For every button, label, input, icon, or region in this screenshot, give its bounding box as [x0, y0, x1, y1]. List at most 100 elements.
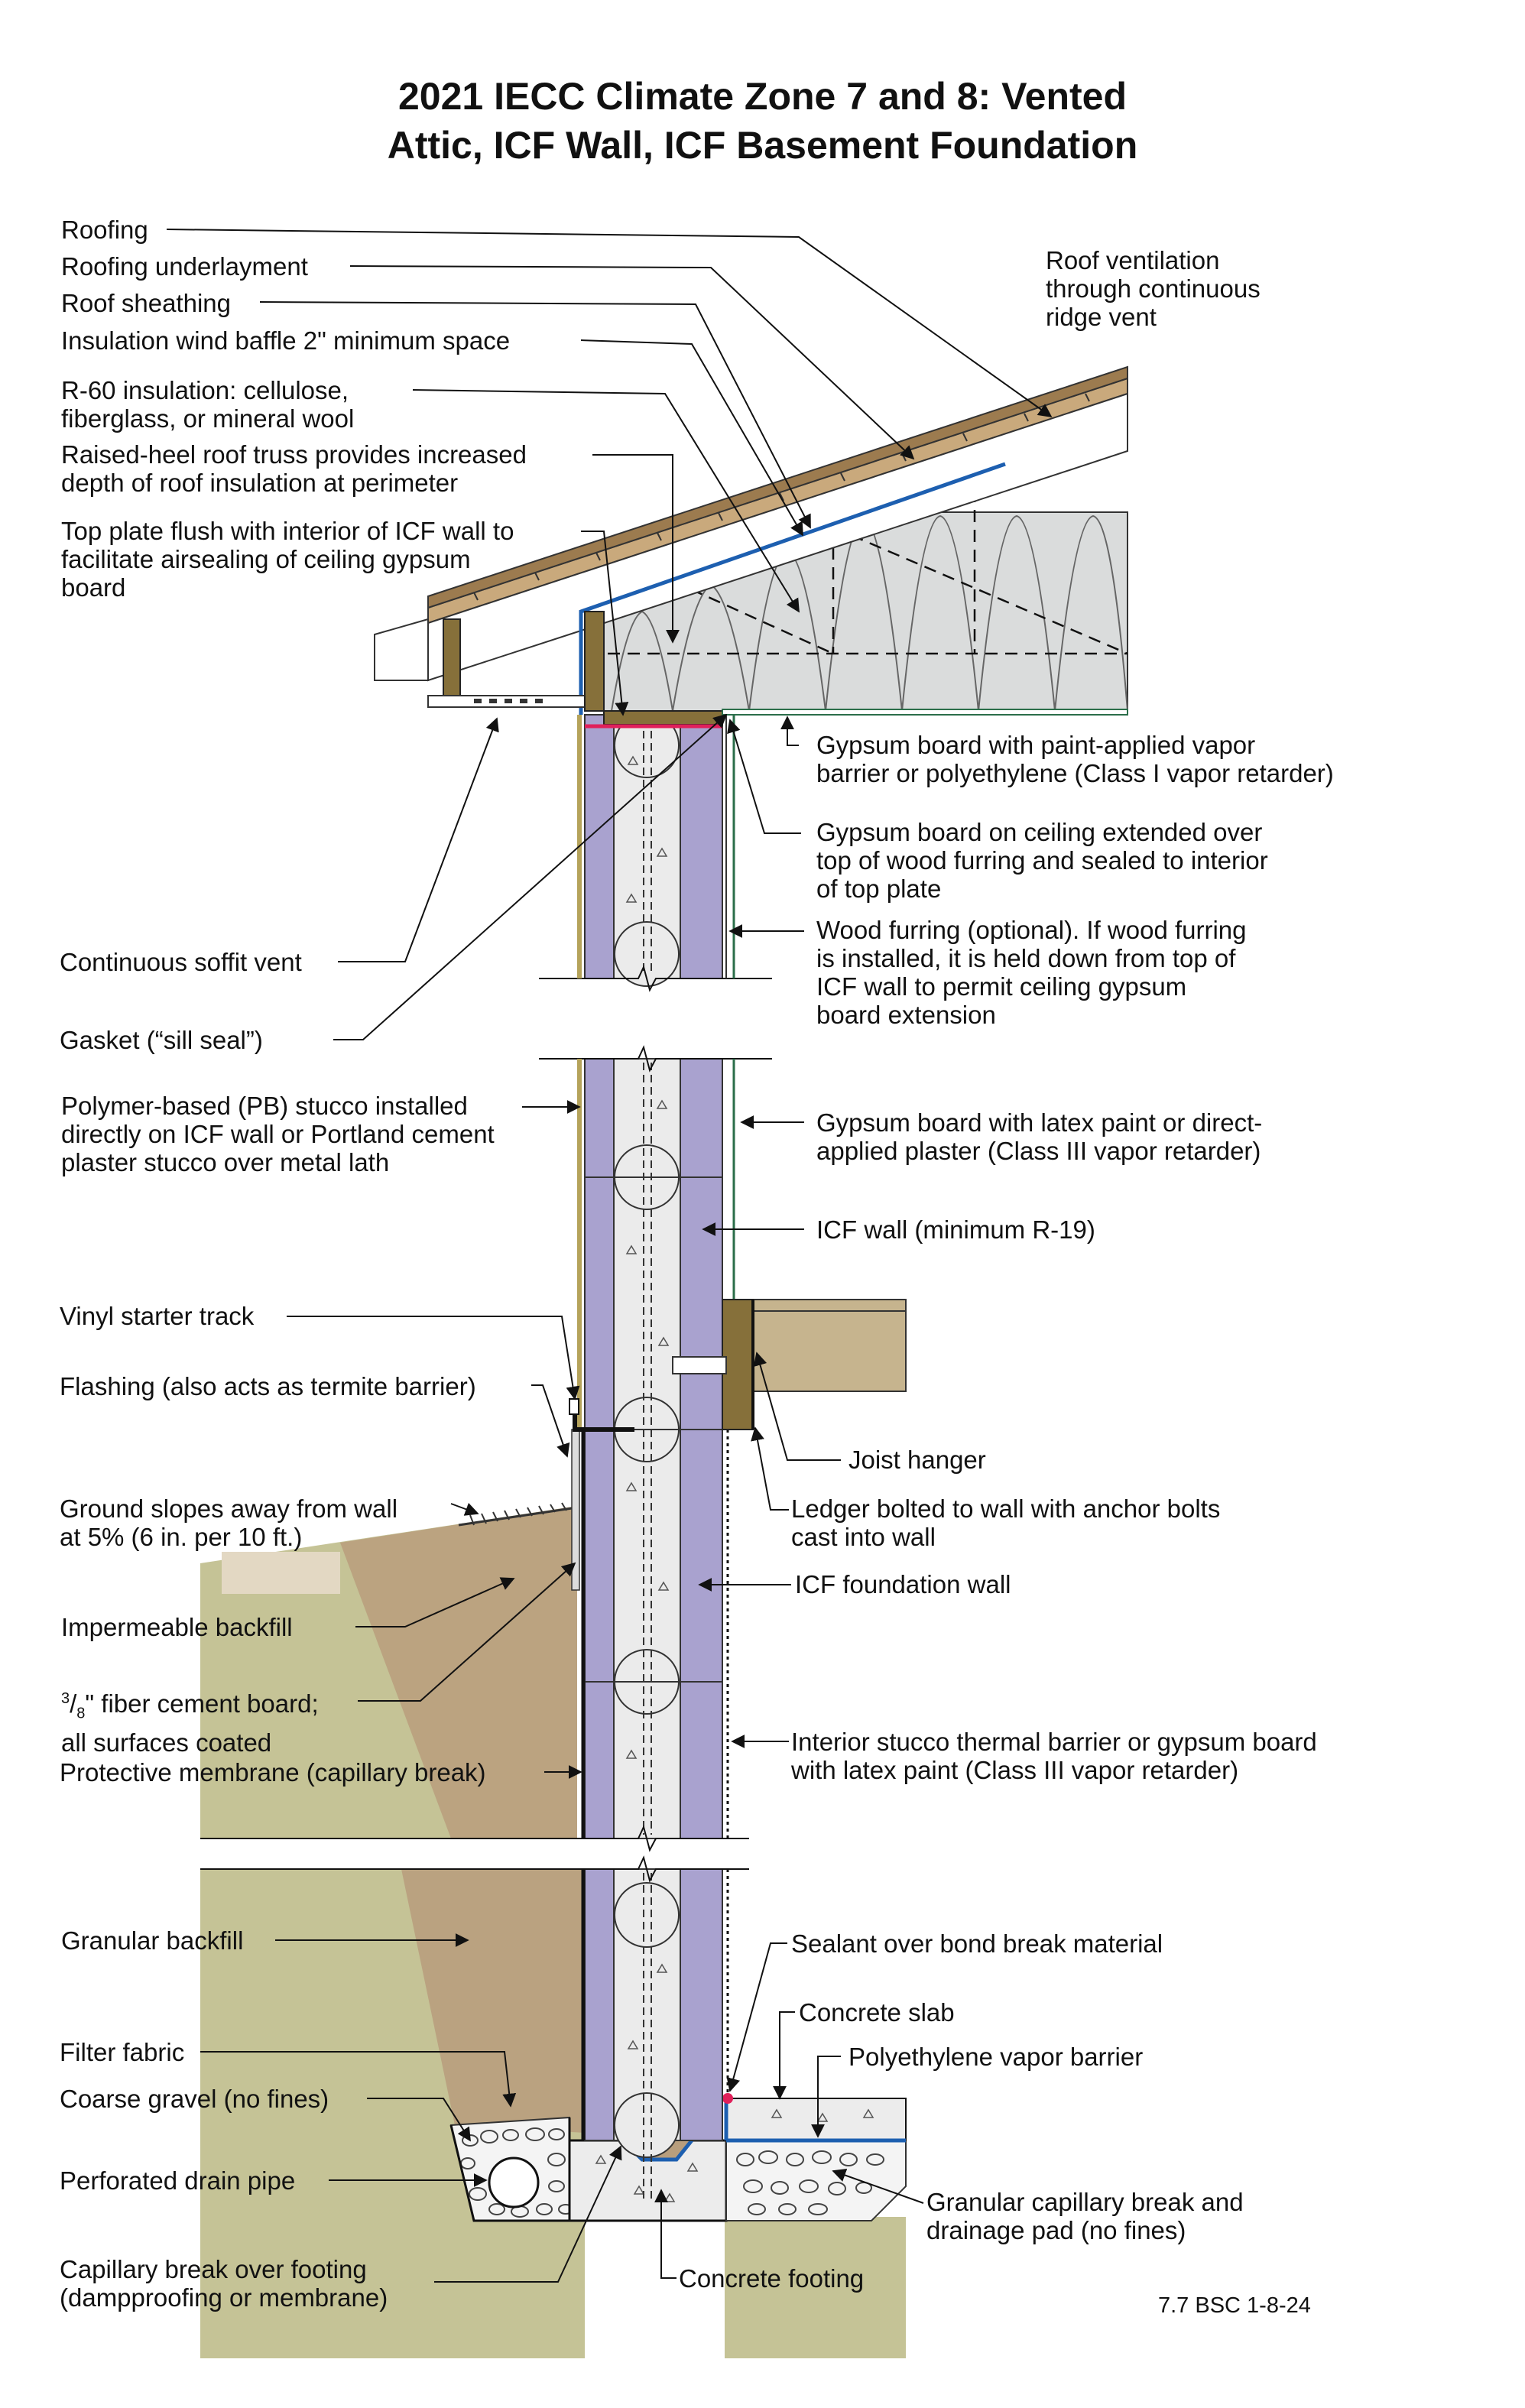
insulation-wind-baffle [579, 462, 1006, 715]
ground [200, 1502, 906, 2358]
label-gypsum-ceiling-vapor: Gypsum board with paint-applied vapor ba… [816, 731, 1334, 787]
drawing-code: 7.7 BSC 1-8-24 [1158, 2293, 1311, 2318]
icf-foam-interior-main [680, 1058, 723, 1839]
label-concrete-slab: Concrete slab [799, 1998, 955, 2027]
shingle-ticks [473, 393, 1090, 601]
label-ridge-vent: Roof ventilation through continuous ridg… [1046, 246, 1261, 331]
label-coarse-gravel: Coarse gravel (no fines) [60, 2085, 329, 2113]
granular-backfill-zone [401, 1869, 585, 2133]
label-filter-fabric: Filter fabric [60, 2038, 185, 2066]
label-ledger: Ledger bolted to wall with anchor bolts … [791, 1494, 1221, 1551]
label-r60-insulation: R-60 insulation: cellulose, fiberglass, … [61, 376, 355, 433]
slab-aggregate [595, 2108, 874, 2202]
leader-vinyl [287, 1316, 580, 1400]
label-impermeable-backfill: Impermeable backfill [61, 1613, 293, 1641]
leader-poly [811, 2056, 841, 2138]
ceiling-gypsum [722, 709, 1128, 716]
leader-flashing [531, 1384, 570, 1458]
pale-soil-patch [222, 1552, 340, 1594]
core-aggregate [625, 755, 670, 2049]
label-concrete-footing: Concrete footing [679, 2264, 865, 2293]
label-protective-membrane: Protective membrane (capillary break) [60, 1758, 486, 1787]
label-soffit-vent: Continuous soffit vent [60, 948, 302, 976]
label-gypsum-extended: Gypsum board on ceiling extended over to… [816, 818, 1268, 903]
leader-slab [773, 2011, 795, 2100]
title-line-2: Attic, ICF Wall, ICF Basement Foundation [387, 124, 1138, 167]
label-capillary-pad: Granular capillary break and drainage pa… [926, 2188, 1244, 2244]
leader-underlayment [349, 265, 915, 460]
leader-sheathing [259, 301, 811, 529]
leader-filter [200, 2051, 517, 2108]
icf-foam-interior-lower [680, 1868, 723, 2141]
floor-framing [672, 1299, 907, 1430]
leader-lines [166, 229, 1053, 2283]
label-top-plate: Top plate flush with interior of ICF wal… [61, 517, 514, 602]
leader-cap-pad [832, 2168, 924, 2204]
leader-joist [753, 1352, 841, 1461]
sealant-bead [722, 2093, 733, 2104]
label-ground-slope: Ground slopes away from wall at 5% (6 in… [60, 1494, 398, 1551]
title-line-1: 2021 IECC Climate Zone 7 and 8: Vented [397, 75, 1128, 118]
label-wind-baffle: Insulation wind baffle 2" minimum space [61, 326, 511, 355]
flashing [573, 1410, 634, 1432]
top-plate [603, 710, 723, 725]
label-roofing-underlayment: Roofing underlayment [61, 252, 308, 281]
label-interior-stucco: Interior stucco thermal barrier or gypsu… [791, 1728, 1317, 1784]
icf-wall [200, 712, 772, 2202]
grade-surface [458, 1502, 578, 1527]
soil-below-slab [725, 2217, 906, 2358]
leader-baffle [580, 339, 803, 537]
vinyl-starter-track [569, 1398, 579, 1415]
icf-foam-exterior-lower [584, 1868, 615, 2141]
anchor-bolt [672, 1356, 727, 1374]
concrete-slab [725, 2098, 907, 2141]
icf-foam-exterior-main [584, 1058, 615, 1839]
fascia [374, 618, 429, 681]
leader-heel [592, 454, 680, 644]
leader-cap-footing [434, 2145, 622, 2283]
icf-foam-interior-upper [680, 714, 723, 979]
leader-gyp-ceiling [780, 716, 799, 746]
pad-stones [736, 2150, 884, 2215]
roofing [427, 365, 1128, 609]
label-gasket: Gasket (“sill seal”) [60, 1026, 263, 1054]
impermeable-backfill-zone [340, 1506, 577, 1838]
web-bottom-upper [614, 921, 680, 987]
label-capillary-footing: Capillary break over footing (dampproofi… [60, 2255, 388, 2312]
label-icf-foundation: ICF foundation wall [795, 1570, 1011, 1598]
web-4 [614, 1882, 680, 1948]
label-wood-furring: Wood furring (optional). If wood furring… [816, 916, 1247, 1029]
rebar [643, 719, 652, 2202]
label-raised-heel-truss: Raised-heel roof truss provides increase… [61, 440, 527, 497]
label-polyethylene-barrier: Polyethylene vapor barrier [848, 2043, 1144, 2071]
leader-gasket [333, 713, 728, 1040]
page-title: 2021 IECC Climate Zone 7 and 8: Vented A… [0, 72, 1525, 170]
label-vinyl-starter-track: Vinyl starter track [60, 1302, 255, 1330]
leader-sealant [726, 1942, 787, 2092]
soffit-vent-holes [474, 699, 543, 703]
icf-foam-exterior-upper [584, 714, 615, 979]
leader-topplate [581, 531, 629, 716]
label-sealant: Sealant over bond break material [791, 1929, 1163, 1958]
label-granular-backfill: Granular backfill [61, 1926, 244, 1955]
leader-impermeable [355, 1577, 515, 1628]
label-pb-stucco: Polymer-based (PB) stucco installed dire… [61, 1092, 495, 1176]
break-lines [200, 965, 772, 1883]
leader-ledger [751, 1426, 789, 1511]
leader-gravel [367, 2098, 471, 2142]
label-roofing: Roofing [61, 216, 148, 244]
leader-gyp-extended [727, 719, 801, 834]
leader-roofing [166, 229, 1053, 418]
label-roof-sheathing: Roof sheathing [61, 289, 231, 317]
leader-soffit [338, 717, 499, 962]
label-icf-wall: ICF wall (minimum R-19) [816, 1215, 1095, 1244]
heel-block [584, 611, 605, 712]
leader-fiber-cement [358, 1562, 576, 1702]
leader-grade [450, 1502, 479, 1516]
leader-r60 [412, 389, 800, 613]
label-gypsum-wall: Gypsum board with latex paint or direct-… [816, 1108, 1263, 1165]
fascia-block [443, 618, 461, 696]
label-flashing: Flashing (also acts as termite barrier) [60, 1372, 476, 1400]
label-drain-pipe: Perforated drain pipe [60, 2166, 296, 2195]
